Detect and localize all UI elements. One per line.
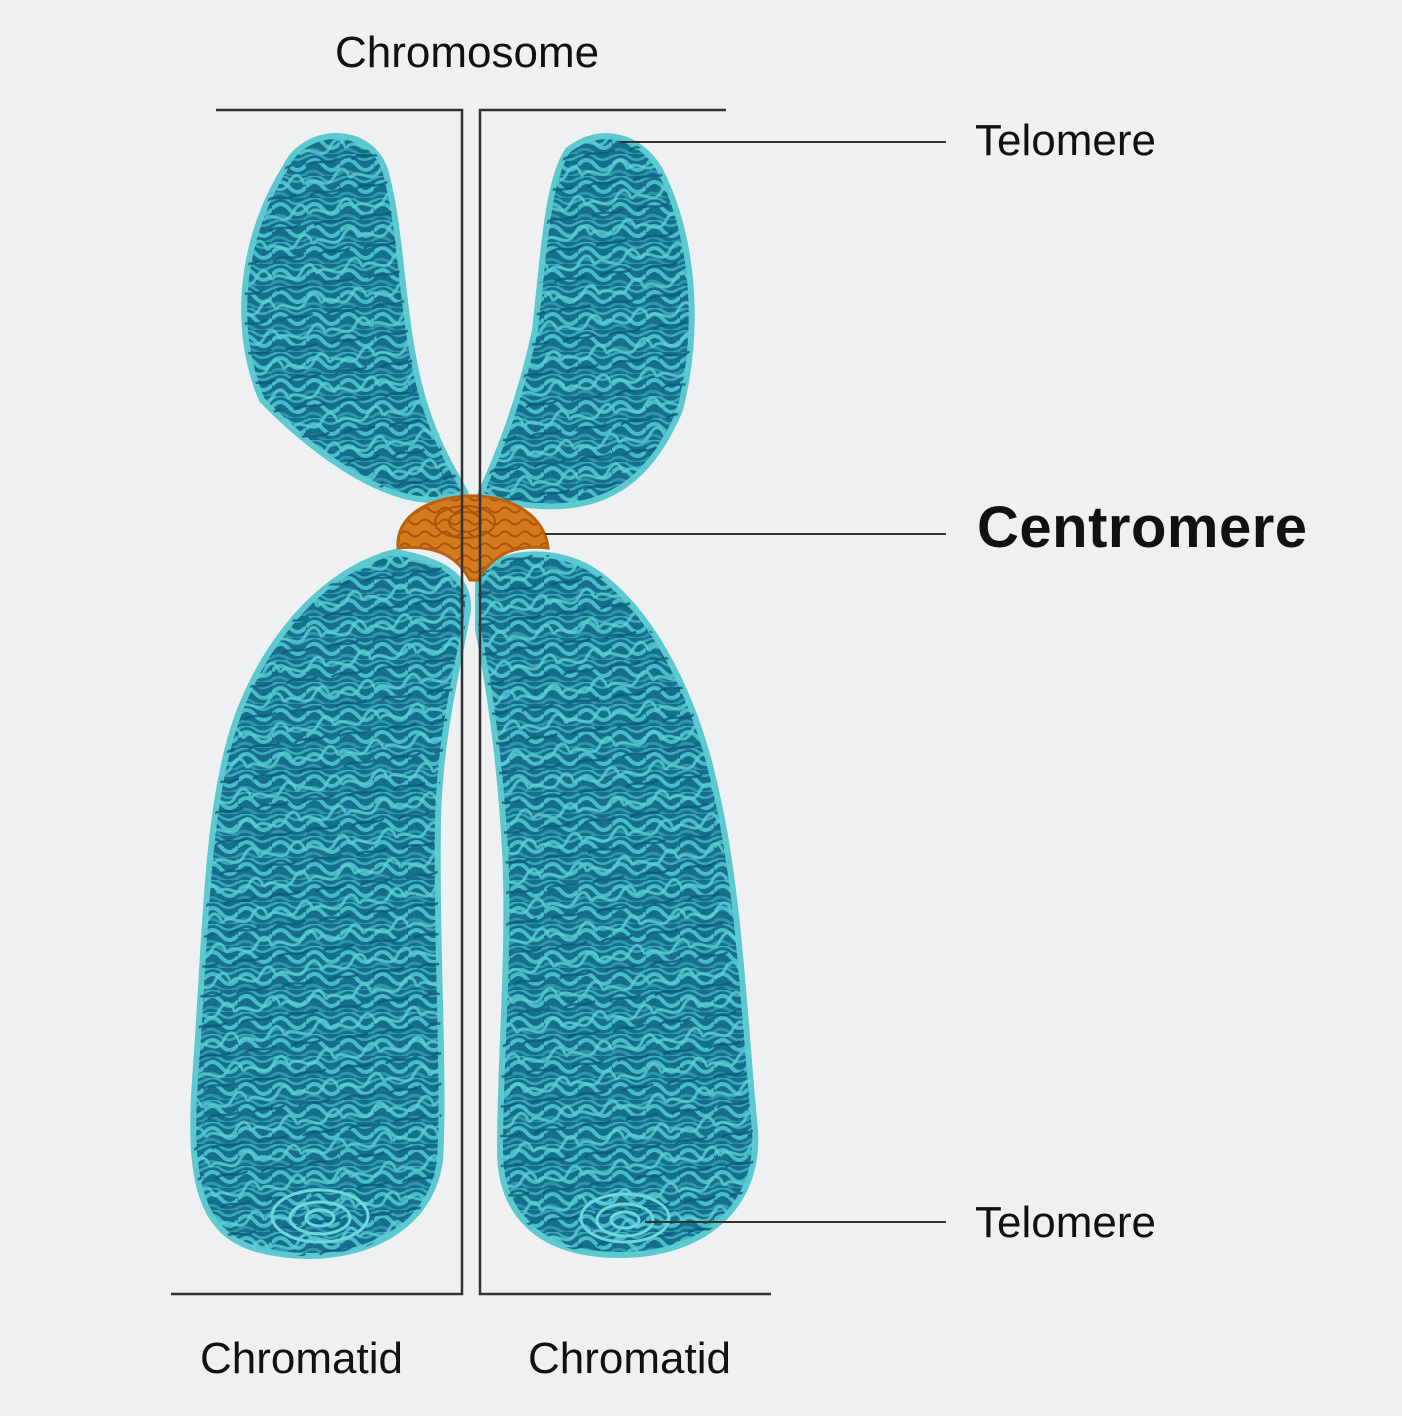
telomere-bottom-coil (270, 1188, 671, 1244)
chromatid-left-top-arm (241, 133, 469, 503)
chromatid-right-top-arm (475, 133, 695, 510)
telomere-bottom-label: Telomere (975, 1198, 1156, 1247)
telomere-top-label: Telomere (975, 116, 1156, 165)
chromosome-bracket (171, 108, 771, 1296)
chromosome-label: Chromosome (335, 28, 600, 77)
chromatid-left-bottom-arm (190, 548, 472, 1259)
centromere-label: Centromere (977, 495, 1308, 560)
chromatid-right-bottom-arm (475, 551, 759, 1259)
centromere-shape (396, 494, 550, 582)
chromatid-right-label: Chromatid (528, 1334, 731, 1383)
chromatid-left-label: Chromatid (200, 1334, 403, 1383)
